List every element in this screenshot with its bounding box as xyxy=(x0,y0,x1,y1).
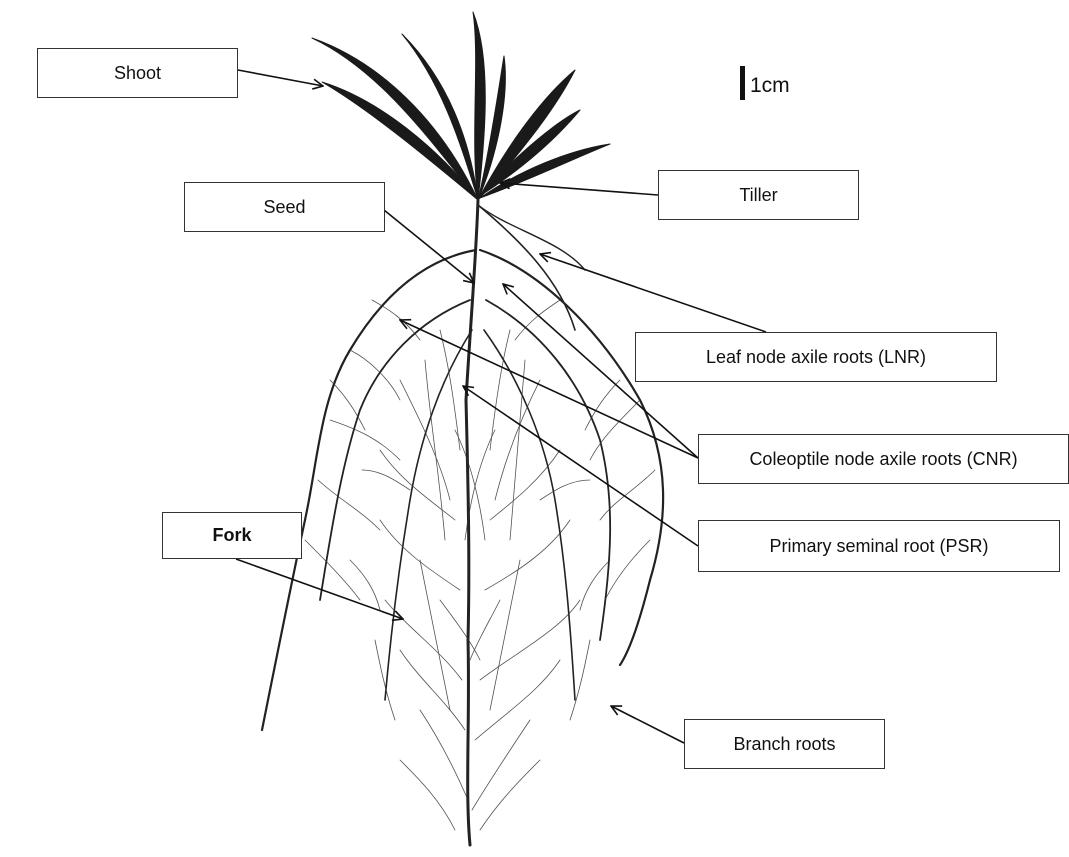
label-shoot: Shoot xyxy=(37,48,238,98)
label-psr: Primary seminal root (PSR) xyxy=(698,520,1060,572)
label-cnr: Coleoptile node axile roots (CNR) xyxy=(698,434,1069,484)
label-lnr: Leaf node axile roots (LNR) xyxy=(635,332,997,382)
arrow-fork xyxy=(236,559,403,619)
scale-label: 1cm xyxy=(750,74,790,98)
branch-root-mesh xyxy=(305,300,655,830)
arrow-lnr xyxy=(540,254,766,332)
arrow-seed xyxy=(384,210,474,283)
label-fork: Fork xyxy=(162,512,302,559)
arrow-tiller xyxy=(500,183,658,195)
arrow-branch xyxy=(611,706,684,743)
shoot-leaves xyxy=(312,12,610,200)
arrow-psr xyxy=(463,386,698,546)
scale-bar xyxy=(740,66,745,100)
root-axes xyxy=(262,200,663,845)
label-branch-roots: Branch roots xyxy=(684,719,885,769)
label-seed: Seed xyxy=(184,182,385,232)
label-tiller: Tiller xyxy=(658,170,859,220)
arrow-shoot xyxy=(238,70,323,86)
